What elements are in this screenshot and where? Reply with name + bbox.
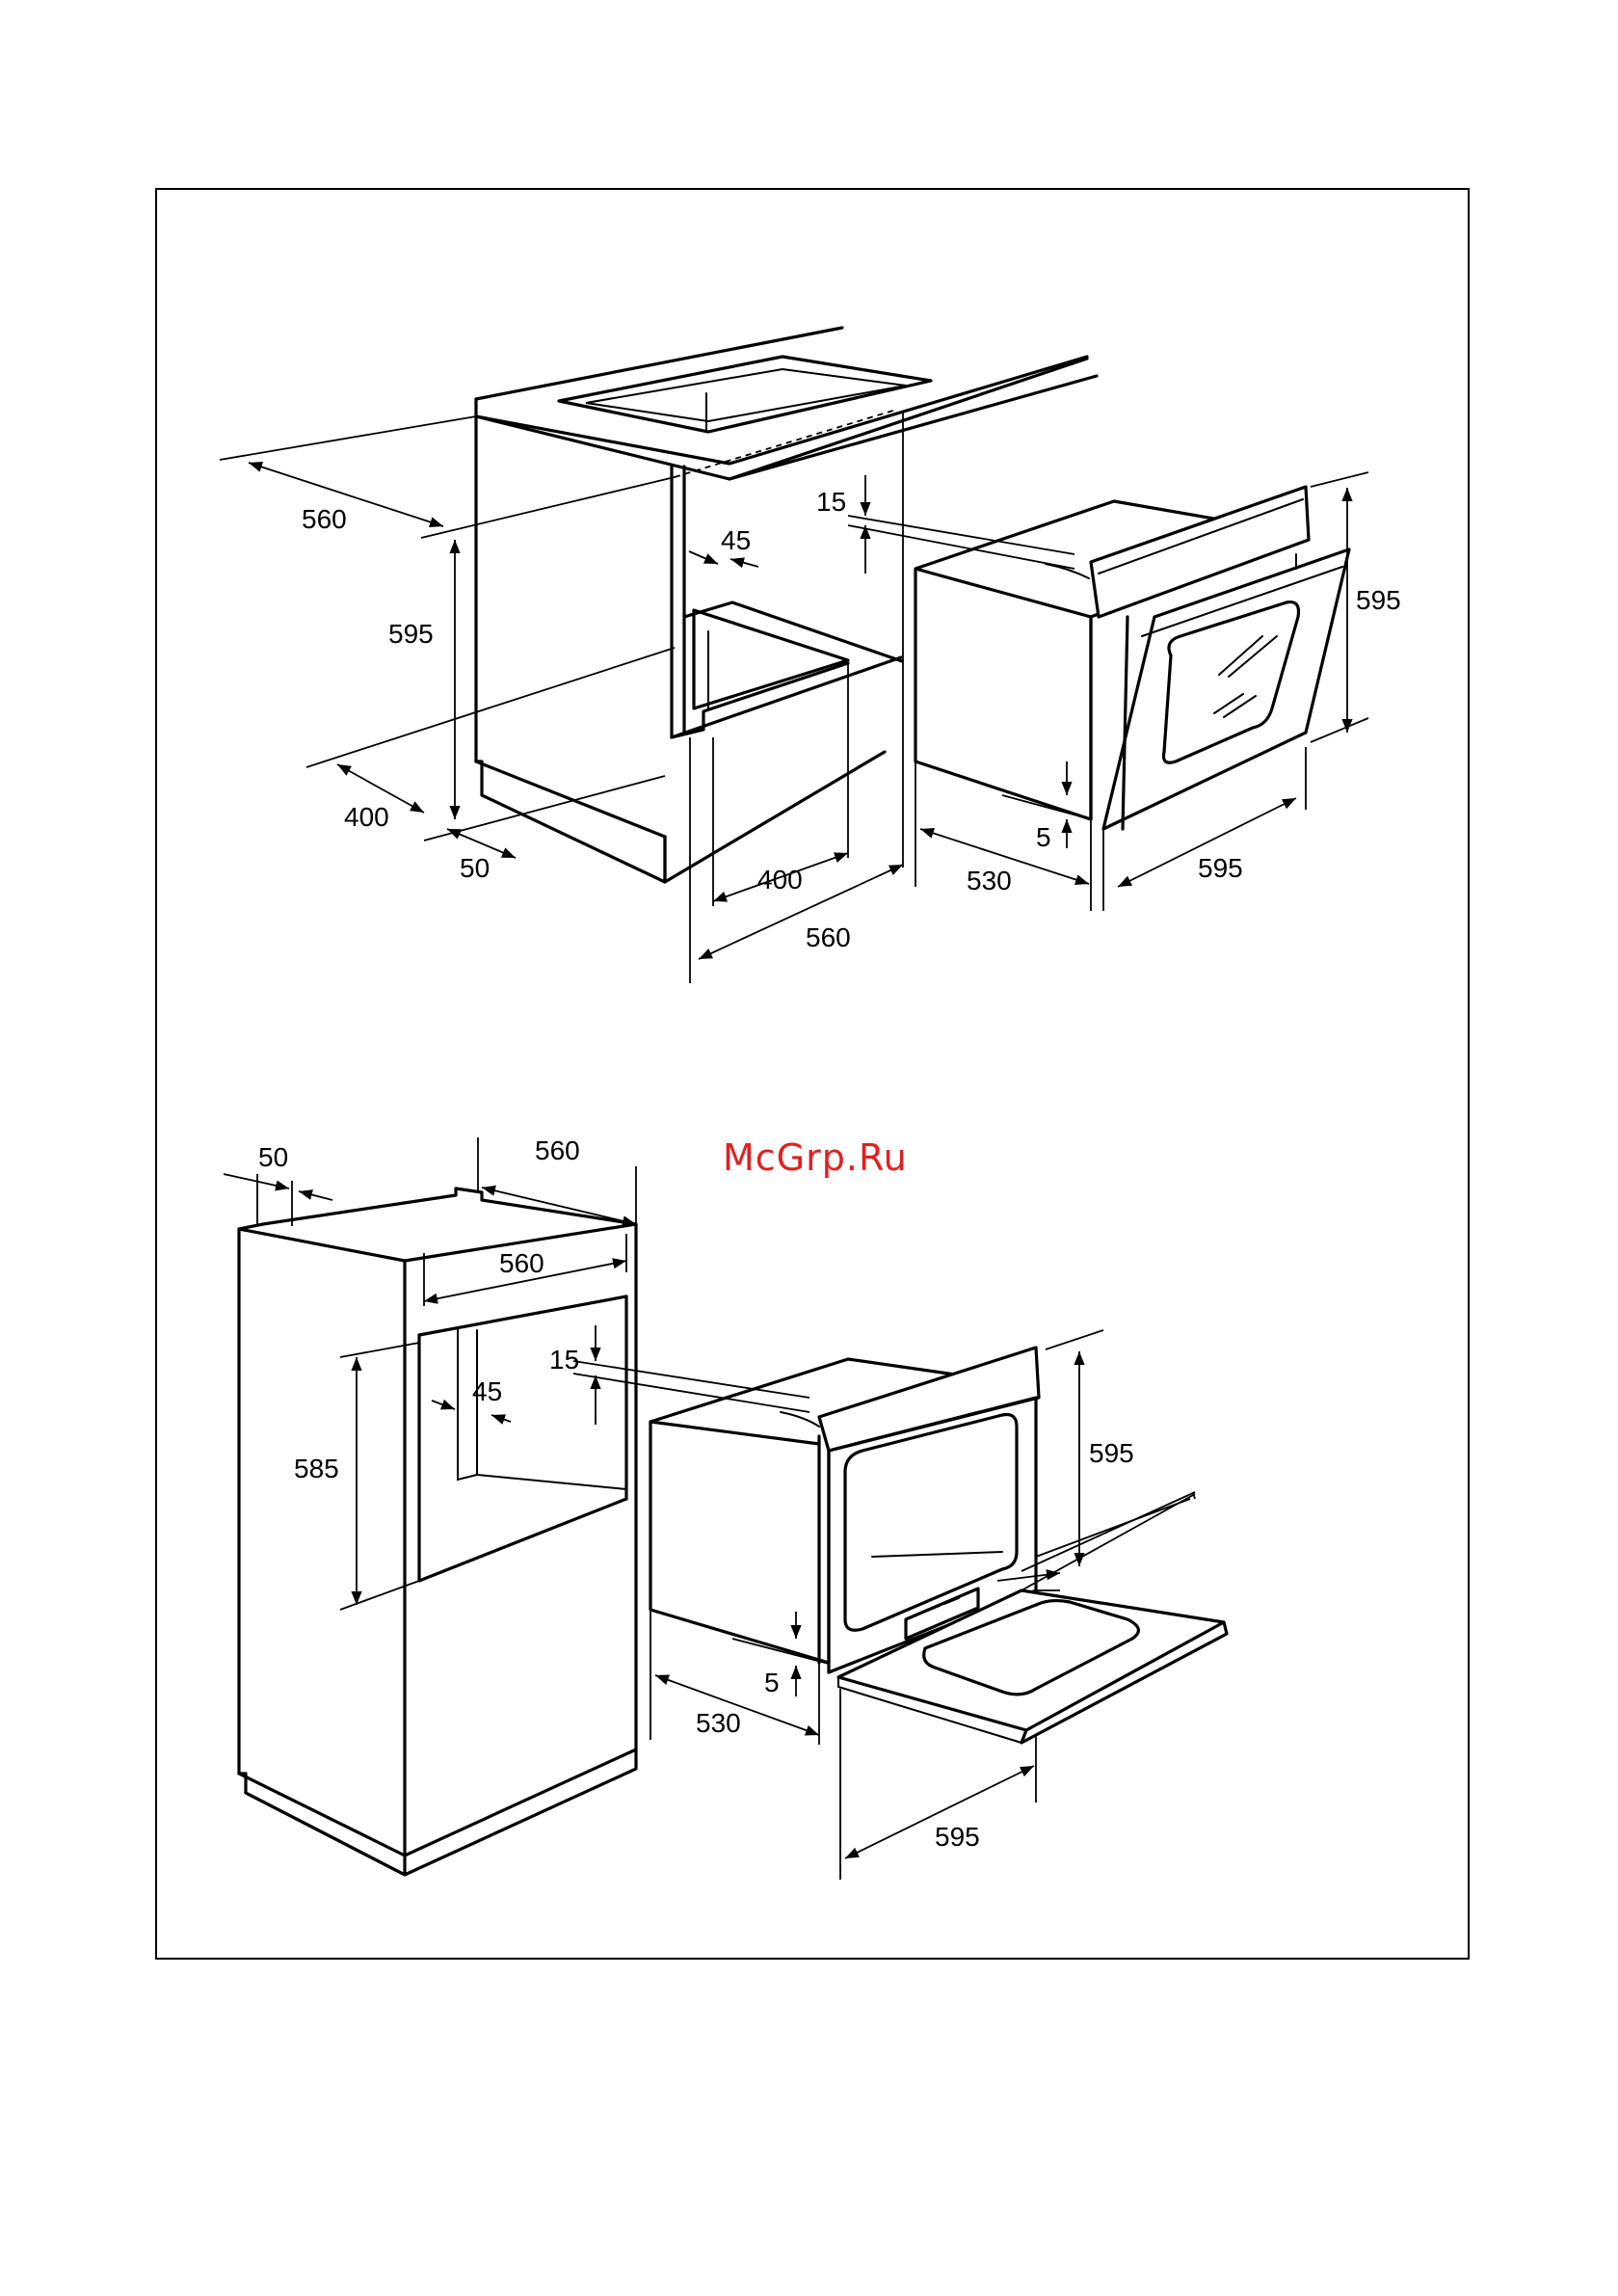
bottom-label-niche-width: 560 <box>499 1248 544 1278</box>
top-label-floor-opening-width: 400 <box>757 865 803 894</box>
bottom-cabinet <box>239 1188 636 1875</box>
bottom-label-plinth: 50 <box>258 1142 288 1172</box>
bottom-label-oven-height: 595 <box>1089 1438 1134 1468</box>
top-label-oven-depth: 530 <box>967 866 1012 895</box>
top-label-oven-top-gap: 15 <box>816 487 846 517</box>
top-label-side-gap: 45 <box>721 525 751 555</box>
bottom-oven <box>650 1348 1227 1743</box>
top-dimensions-left <box>220 413 903 983</box>
bottom-label-oven-top-gap: 15 <box>549 1345 579 1375</box>
bottom-label-oven-width: 595 <box>935 1822 980 1852</box>
bottom-label-side-gap: 45 <box>472 1376 502 1406</box>
top-label-niche-width: 560 <box>806 922 851 952</box>
bottom-label-oven-depth: 530 <box>696 1708 741 1738</box>
bottom-label-oven-bottom-gap: 5 <box>764 1668 780 1697</box>
top-label-oven-height: 595 <box>1356 585 1401 615</box>
top-label-bottom-opening-depth: 400 <box>344 802 389 832</box>
top-label-cabinet-height: 595 <box>388 619 434 649</box>
watermark: McGrp.Ru <box>723 1136 908 1179</box>
bottom-label-niche-height: 585 <box>294 1454 339 1483</box>
top-label-oven-width: 595 <box>1198 853 1243 883</box>
bottom-label-cabinet-depth: 560 <box>535 1135 580 1165</box>
top-label-cabinet-depth: 560 <box>302 504 347 534</box>
top-label-plinth: 50 <box>460 853 490 883</box>
top-label-oven-bottom-gap: 5 <box>1036 822 1051 852</box>
